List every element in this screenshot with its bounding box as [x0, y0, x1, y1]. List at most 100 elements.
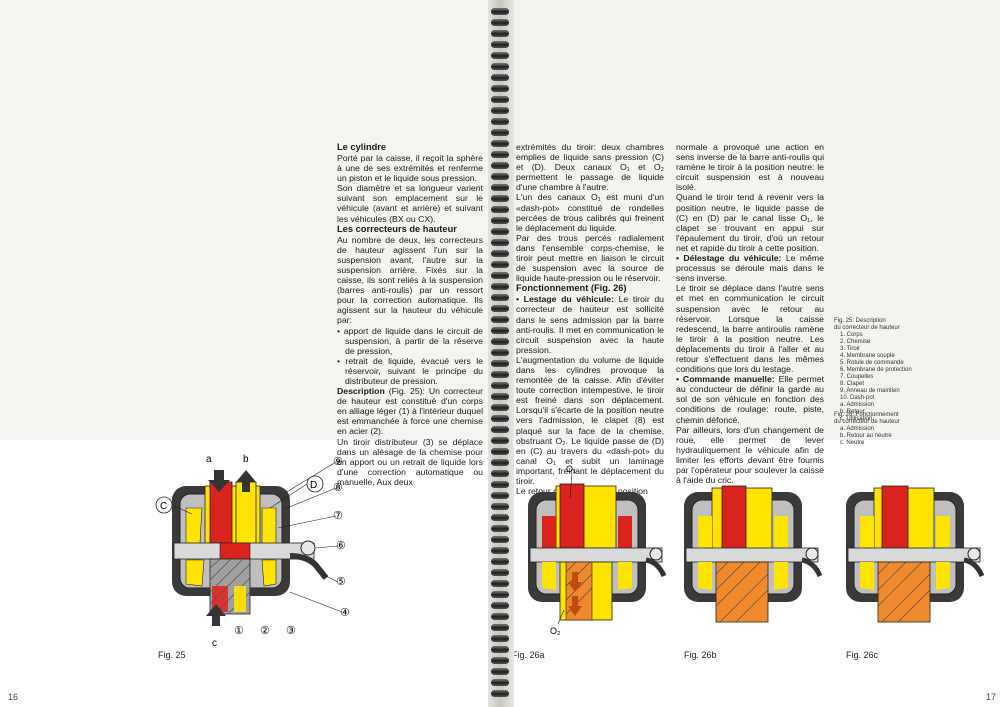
fig25-num-6: ⑥ [336, 540, 346, 552]
section-heading: Fonctionnement (Fig. 26) [516, 283, 627, 294]
fig25-label-C: C [160, 501, 167, 512]
fig25-label-a: a [206, 454, 212, 465]
caption-item: 10. Dash-pot [840, 395, 875, 401]
paragraph: L'augmentation du volume de liquide dans… [516, 354, 664, 486]
caption-item: a. Admission [840, 402, 875, 408]
fig25-label-b: b [243, 454, 249, 465]
binding-coil [491, 8, 509, 15]
binding-coil [491, 492, 509, 499]
binding-coil [491, 272, 509, 279]
caption-item: c. Utilisation [840, 416, 873, 422]
binding-coil [491, 415, 509, 422]
fig25-num-8: ⑧ [333, 482, 343, 494]
binding-coil [491, 580, 509, 587]
caption-item: 8. Clapet [840, 381, 865, 387]
binding-coil [491, 514, 509, 521]
binding-coil [491, 261, 509, 268]
paragraph: normale a provoqué une action en sens in… [676, 142, 824, 193]
binding-coil [491, 30, 509, 37]
paragraph: extrémités du tiroir: deux chambres empl… [516, 142, 664, 193]
caption-item: 1. Corps [840, 332, 863, 338]
paragraph-body: Le même processus se déroule mais dans l… [676, 253, 824, 284]
binding-coil [491, 602, 509, 609]
binding-coil [491, 195, 509, 202]
fig-26c-diagram [846, 485, 985, 623]
binding-coil [491, 217, 509, 224]
binding-coil [491, 448, 509, 455]
binding-coil [491, 547, 509, 554]
caption-item: a. Admission [840, 426, 875, 432]
page-number-left: 16 [8, 692, 19, 702]
binding-coil [491, 459, 509, 466]
binding-coil [491, 107, 509, 114]
fig25-num-5: ⑤ [336, 576, 346, 588]
caption-item: 5. Rotule de commande [840, 360, 904, 366]
binding-coil [491, 63, 509, 70]
fig-26a-label: Fig. 26a [512, 650, 545, 660]
page-number-right: 17 [986, 692, 997, 702]
bullet-paragraph: • retrait de liquide, évacué vers le rés… [337, 355, 483, 386]
paragraph: Au nombre de deux, les correcteurs de ha… [337, 234, 483, 326]
paragraph-body: (Fig. 25): Un correcteur de hauteur est … [337, 386, 483, 437]
binding-coil [491, 635, 509, 642]
binding-coil [491, 283, 509, 290]
fig-26b-diagram [684, 485, 823, 623]
binding-coil [491, 96, 509, 103]
binding-coil [491, 591, 509, 598]
caption-item: b. Retour [840, 409, 865, 415]
binding-coil [491, 19, 509, 26]
binding-coil [491, 250, 509, 257]
caption-item: b. Retour au neutre [840, 433, 892, 439]
caption-title-line: du correcteur de hauteur [834, 325, 900, 331]
binding-coil [491, 371, 509, 378]
paragraph: Quand le tiroir tend à revenir vers la p… [676, 192, 824, 253]
binding-coil [491, 624, 509, 631]
paragraph: Par des trous percés radialement dans l'… [516, 232, 664, 284]
binding-coil [491, 481, 509, 488]
fig-26a-diagram: O₁ O₂ [528, 464, 667, 636]
fig-26c-label: Fig. 26c [846, 650, 879, 660]
binding-coil [491, 140, 509, 147]
paragraph-body: Le tiroir du correcteur de hauteur est s… [516, 294, 664, 355]
binding-coil [491, 525, 509, 532]
binding-coil [491, 118, 509, 125]
section-heading: Les correcteurs de hauteur [337, 223, 457, 234]
binding-coil [491, 679, 509, 686]
fig26a-label-o1: O₁ [566, 464, 576, 474]
binding-coil [491, 360, 509, 367]
binding-coil [491, 536, 509, 543]
binding-coil [491, 613, 509, 620]
fig-26b-label: Fig. 26b [684, 650, 717, 660]
paragraph-body: Elle permet au conducteur de définir la … [676, 374, 824, 425]
caption-item: c. Neutre [840, 440, 865, 446]
binding-coil [491, 85, 509, 92]
fig25-num-7: ⑦ [333, 510, 343, 522]
binding-coil [491, 294, 509, 301]
fig25-num-9: ⑨ [333, 456, 343, 468]
binding-coil [491, 470, 509, 477]
binding-coil [491, 41, 509, 48]
binding-coil [491, 129, 509, 136]
binding-coil [491, 646, 509, 653]
caption-item: 7. Coupelles [840, 374, 874, 380]
binding-coil [491, 690, 509, 697]
binding-coil [491, 151, 509, 158]
binding-coil [491, 657, 509, 664]
binding-coil [491, 206, 509, 213]
paragraph-lead: Description [337, 386, 385, 397]
binding-coil [491, 393, 509, 400]
binding-coil [491, 558, 509, 565]
fig26a-label-o2: O₂ [550, 626, 561, 636]
paragraph-lead: • Délestage du véhicule: [676, 253, 782, 264]
binding-coil [491, 503, 509, 510]
paragraph: Porté par la caisse, il reçoit la sphère… [337, 153, 483, 184]
binding-coil [491, 426, 509, 433]
binding-coil [491, 228, 509, 235]
binding-coil [491, 668, 509, 675]
binding-coil [491, 74, 509, 81]
binding-coil [491, 305, 509, 312]
